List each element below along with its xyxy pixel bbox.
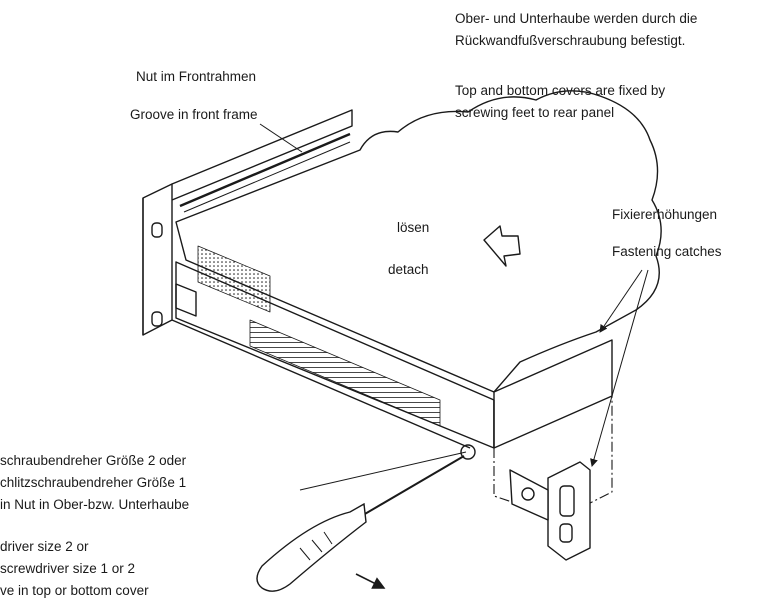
cover-note-de-line1: Ober- und Unterhaube werden durch die <box>455 11 698 26</box>
rear-foot-bracket <box>509 461 591 561</box>
cover-note-en-line2: screwing feet to rear panel <box>455 105 615 120</box>
screwdriver-icon <box>256 455 465 592</box>
leader-catch-2 <box>590 269 649 467</box>
detach-label-de: lösen <box>397 220 430 235</box>
detach-arrow-icon <box>483 225 521 267</box>
ventilation-grid-right <box>249 319 441 427</box>
screwdriver-note-de-line3: in Nut in Ober-bzw. Unterhaube <box>0 497 190 512</box>
screwdriver-note-en-line1: driver size 2 or <box>0 539 89 554</box>
groove-label-de: Nut im Frontrahmen <box>136 69 257 84</box>
ventilation-grid <box>197 245 271 313</box>
screwdriver-note-de-line2: chlitzschraubendreher Größe 1 <box>0 475 187 490</box>
leader-screwdriver <box>299 451 467 491</box>
leader-groove <box>259 123 303 153</box>
leader-catch-1 <box>599 269 643 333</box>
cover-note-de-line2: Rückwandfußverschraubung befestigt. <box>455 33 686 48</box>
screwdriver-note-en-line2: screwdriver size 1 or 2 <box>0 561 136 576</box>
detach-label-en: detach <box>388 262 429 277</box>
movement-arrow-icon <box>355 573 386 589</box>
catches-label-en: Fastening catches <box>612 244 722 259</box>
front-screw <box>460 444 476 460</box>
front-frame <box>142 109 471 449</box>
catches-label-de: Fixiererhöhungen <box>612 207 718 222</box>
front-frame-groove <box>179 132 351 213</box>
top-cover <box>175 90 662 393</box>
screwdriver-note-en-line3: ve in top or bottom cover <box>0 583 149 598</box>
cover-note-en-line1: Top and bottom covers are fixed by <box>455 83 666 98</box>
groove-label-en: Groove in front frame <box>130 107 258 122</box>
screwdriver-note-de-line1: schraubendreher Größe 2 oder <box>0 453 187 468</box>
